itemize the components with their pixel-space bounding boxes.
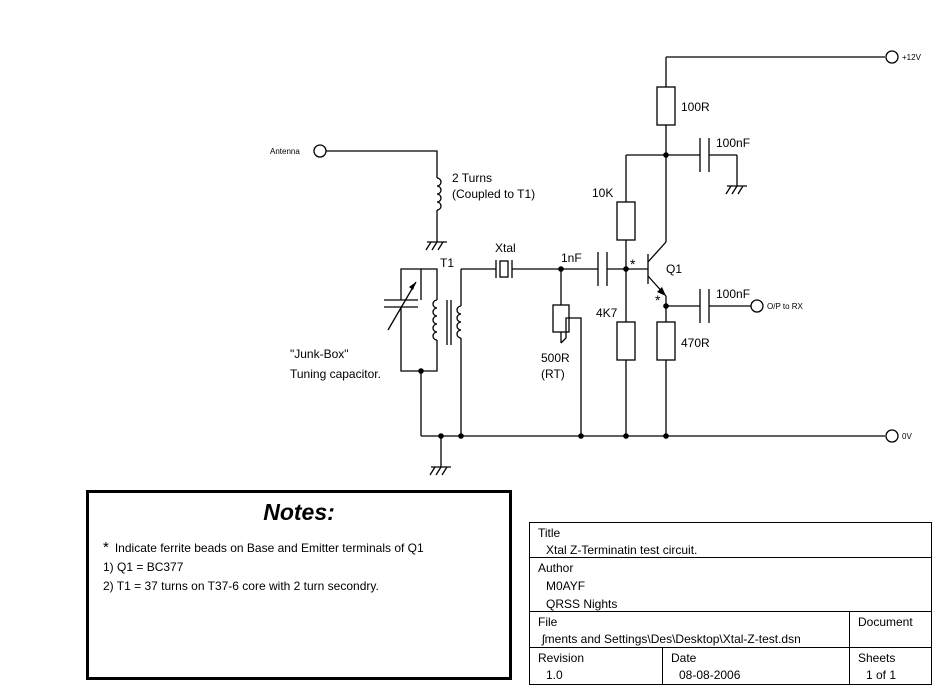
- coupling-label-1: 2 Turns: [452, 171, 492, 185]
- resistor-470r-label: 470R: [681, 336, 710, 350]
- document-cell: Document: [850, 612, 931, 648]
- title-block: Title Xtal Z-Terminatin test circuit. Au…: [529, 522, 932, 685]
- capacitor-1nf-label: 1nF: [561, 251, 582, 265]
- bead-star-icon: *: [103, 539, 109, 556]
- notes-lines: * Indicate ferrite beads on Base and Emit…: [103, 538, 424, 596]
- ground-terminal[interactable]: [885, 429, 899, 443]
- supply-terminal[interactable]: [885, 50, 899, 64]
- tuning-capacitor: [384, 268, 422, 372]
- notes-bead-text: Indicate ferrite beads on Base and Emitt…: [114, 541, 424, 555]
- title-value: Xtal Z-Terminatin test circuit.: [546, 543, 698, 557]
- supply-label: +12V: [902, 53, 922, 62]
- resistor-4k7: [616, 321, 636, 361]
- title-label: Title: [538, 526, 561, 540]
- transformer-secondary-coil: [456, 305, 462, 339]
- capacitor-decouple-label: 100nF: [716, 136, 750, 150]
- sheets-label: Sheets: [858, 651, 896, 665]
- capacitor-output-label: 100nF: [716, 287, 750, 301]
- document-label: Document: [858, 615, 913, 629]
- file-label: File: [538, 615, 558, 629]
- capacitor-1nf: [512, 252, 626, 286]
- date-cell: Date 08-08-2006: [663, 648, 850, 684]
- crystal: [461, 260, 513, 278]
- ground-label: 0V: [902, 432, 912, 441]
- ground-antenna: [425, 241, 447, 251]
- revision-cell: Revision 1.0: [530, 648, 663, 684]
- resistor-10k: [616, 201, 636, 241]
- output-label: O/P to RX: [767, 302, 804, 311]
- file-cell: File ʃments and Settings\Des\Desktop\Xta…: [530, 612, 850, 648]
- coupling-coil: [436, 177, 442, 211]
- capacitor-output: [666, 289, 764, 323]
- bead-marker-emitter: *: [655, 292, 661, 308]
- notes-line-1: 1) Q1 = BC377: [103, 560, 184, 574]
- title-cell: Title Xtal Z-Terminatin test circuit.: [530, 523, 931, 558]
- resistor-100r-label: 100R: [681, 100, 710, 114]
- tuning-cap-label-1: "Junk-Box": [290, 347, 349, 361]
- resistor-10k-label: 10K: [592, 186, 613, 200]
- output-terminal[interactable]: [750, 299, 764, 313]
- file-value: ʃments and Settings\Des\Desktop\Xtal-Z-t…: [542, 632, 801, 646]
- transformer-primary-coil: [432, 299, 438, 341]
- date-label: Date: [671, 651, 697, 665]
- resistor-4k7-label: 4K7: [596, 306, 618, 320]
- author-cell: Author M0AYF QRSS Nights: [530, 558, 931, 612]
- notes-title: Notes:: [263, 499, 335, 525]
- coupling-label-2: (Coupled to T1): [452, 187, 535, 201]
- revision-value: 1.0: [546, 668, 563, 682]
- crystal-label: Xtal: [495, 241, 516, 255]
- capacitor-decouple: [666, 138, 747, 195]
- revision-label: Revision: [538, 651, 585, 665]
- resistor-100r: [656, 86, 676, 126]
- author-value-1: M0AYF: [546, 579, 586, 593]
- sheets-value: 1 of 1: [866, 668, 897, 682]
- notes-line-2: 2) T1 = 37 turns on T37-6 core with 2 tu…: [103, 579, 379, 593]
- transistor-q1: [626, 241, 667, 322]
- notes-box: Notes: * Indicate ferrite beads on Base a…: [86, 490, 512, 680]
- transformer-label: T1: [440, 256, 454, 270]
- notes-bead-line: * Indicate ferrite beads on Base and Emit…: [103, 538, 424, 558]
- potentiometer-label-rt: (RT): [541, 367, 565, 381]
- potentiometer-label-value: 500R: [541, 351, 570, 365]
- author-value-2: QRSS Nights: [546, 597, 618, 611]
- antenna-label: Antenna: [270, 147, 300, 156]
- supply-rail: [665, 50, 899, 87]
- author-label: Author: [538, 561, 574, 575]
- antenna-terminal[interactable]: [313, 144, 327, 158]
- ground-rail: [421, 433, 885, 476]
- tuning-cap-label-2: Tuning capacitor.: [290, 367, 381, 381]
- bead-marker-base: *: [630, 256, 636, 272]
- sheets-cell: Sheets 1 of 1: [850, 648, 931, 684]
- transistor-q1-label: Q1: [666, 262, 682, 276]
- date-value: 08-08-2006: [679, 668, 741, 682]
- resistor-470r: [656, 321, 676, 361]
